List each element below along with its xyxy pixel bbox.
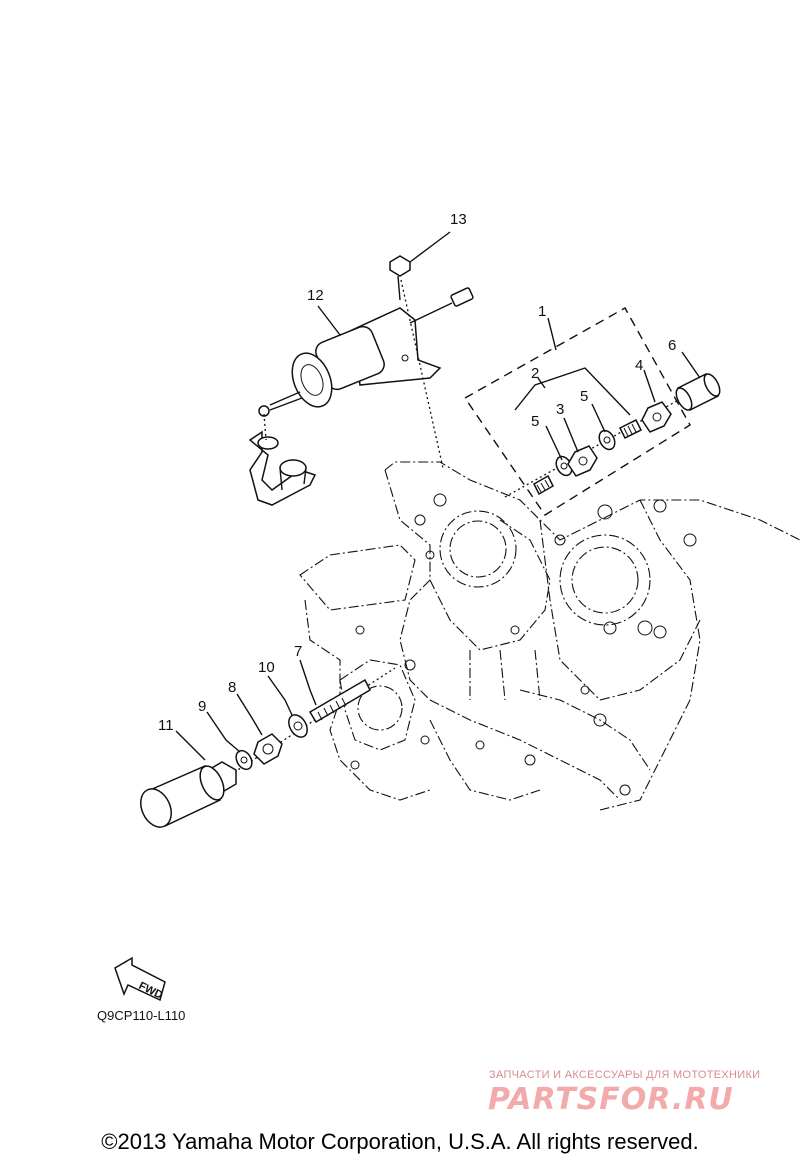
stop-solenoid-12	[258, 287, 474, 417]
callout-8: 8	[228, 679, 236, 696]
adjuster-kit-1-group	[463, 307, 691, 516]
callout-11: 11	[158, 717, 174, 734]
callout-4: 4	[635, 357, 643, 374]
callout-5a: 5	[531, 413, 539, 430]
callout-1: 1	[538, 303, 546, 320]
watermark-caption: ЗАПЧАСТИ И АКСЕССУАРЫ ДЛЯ МОТОТЕХНИКИ	[489, 1069, 761, 1081]
callout-3: 3	[556, 401, 564, 418]
lower-adjuster-parts	[140, 659, 396, 828]
callout-9: 9	[198, 698, 206, 715]
watermark-logo: PARTSFOR.RU	[488, 1082, 734, 1117]
diagram-code: Q9CP110-L110	[97, 1008, 186, 1023]
callout-5b: 5	[580, 388, 588, 405]
callout-10: 10	[258, 659, 275, 676]
callout-12: 12	[307, 287, 324, 304]
copyright-notice: ©2013 Yamaha Motor Corporation, U.S.A. A…	[101, 1129, 699, 1154]
callout-13: 13	[450, 211, 467, 228]
callout-6: 6	[668, 337, 676, 354]
engine-block	[299, 461, 800, 811]
bolt-13	[389, 231, 451, 469]
kit-leader-lines	[545, 351, 701, 461]
adjuster-kit-parts	[504, 373, 721, 498]
link-bracket	[248, 413, 317, 506]
fwd-arrow-icon: FWD	[114, 956, 166, 1002]
callout-2: 2	[531, 365, 539, 382]
callout-labels: 13 12 1 2 3 4 5 5 6 7 10 8 9 11	[158, 211, 676, 734]
callout-7: 7	[294, 643, 302, 660]
